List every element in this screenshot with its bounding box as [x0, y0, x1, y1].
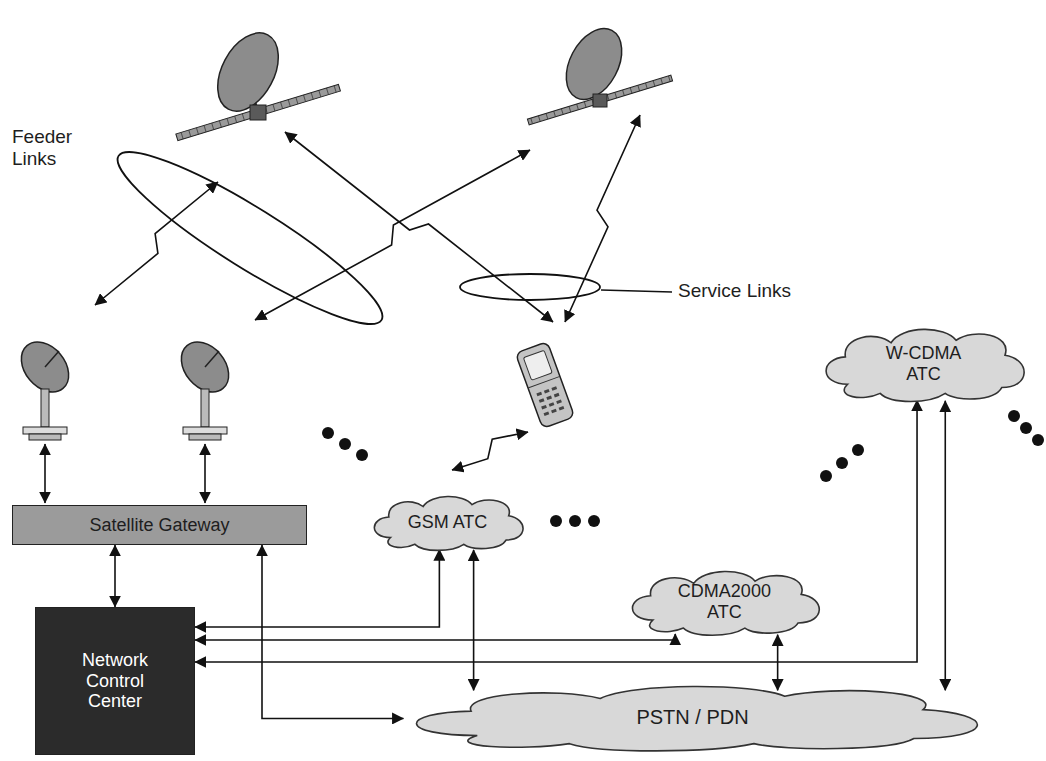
connector — [944, 401, 946, 691]
dish-antenna — [172, 333, 239, 440]
service-links-ellipse — [460, 274, 600, 300]
node-label: PSTN / PDN — [636, 706, 748, 729]
connector — [114, 545, 116, 607]
mobile-phone — [515, 342, 574, 429]
feeder-link — [255, 150, 530, 320]
feeder-link — [95, 182, 218, 305]
node-label: Network Control Center — [63, 650, 168, 712]
network-cloud: PSTN / PDN — [385, 680, 1000, 754]
connector — [195, 634, 675, 640]
network-cloud: W-CDMA ATC — [815, 322, 1032, 405]
terrestrial-link — [452, 432, 528, 470]
network-cloud: CDMA2000 ATC — [622, 565, 827, 638]
dish-link — [204, 444, 206, 503]
feeder-links-ellipse — [103, 130, 398, 345]
dish-link — [44, 444, 46, 503]
satellite — [527, 19, 672, 125]
satellite — [176, 23, 341, 141]
network-cloud: GSM ATC — [366, 491, 529, 553]
node-label: CDMA2000 ATC — [669, 581, 779, 622]
service-link — [285, 132, 553, 322]
connector — [473, 550, 475, 690]
gateway-box: Satellite Gateway — [12, 505, 307, 545]
leader-line — [601, 290, 672, 292]
connector — [262, 545, 403, 718]
node-label: GSM ATC — [408, 512, 488, 533]
connector — [777, 635, 779, 691]
node-label: W-CDMA ATC — [869, 343, 979, 384]
control-center-box: Network Control Center — [35, 607, 195, 755]
link-group-label: Service Links — [678, 280, 791, 302]
node-label: Satellite Gateway — [89, 515, 229, 536]
dish-antenna — [12, 333, 79, 440]
link-group-label: Feeder Links — [12, 126, 107, 170]
connector — [195, 549, 439, 627]
